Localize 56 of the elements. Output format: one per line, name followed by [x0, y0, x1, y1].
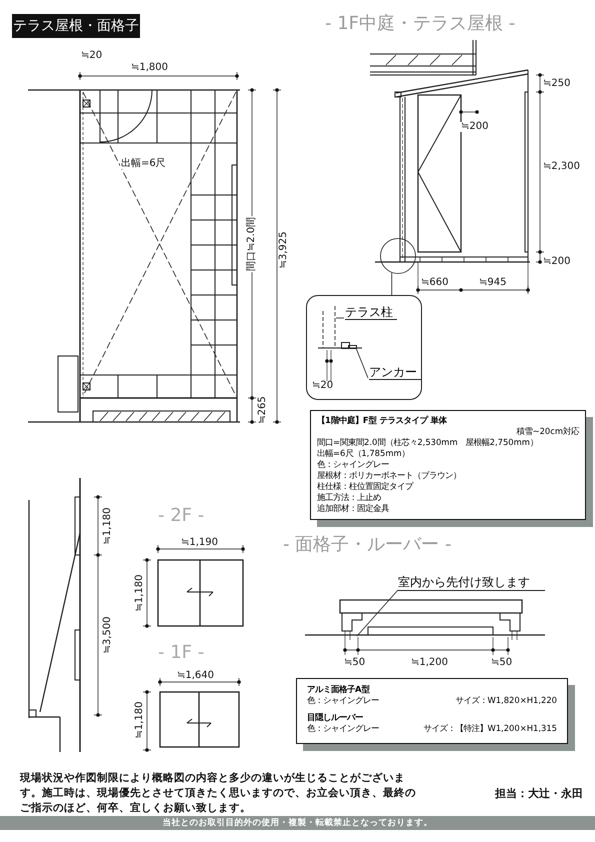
spec-text: 屋根材：ポリカーボネート（ブラウン）: [317, 470, 461, 481]
spec-heading: アルミ面格子A型: [307, 684, 370, 695]
dimension-label: ≒50: [343, 658, 366, 668]
footer-bar: 当社とのお取引目的外の使用・複製・転載禁止となっております。: [0, 816, 595, 830]
dimension-label: 間口≒2.0間: [247, 216, 257, 272]
section-heading: - 面格子・ルーバー -: [283, 536, 452, 554]
spec-text: 間口=関東間2.0間（柱芯々2,530mm 屋根幅2,750mm）: [317, 437, 538, 448]
spec-heading: 【1階中庭】F型 テラスタイプ 単体: [317, 415, 446, 426]
dimension-label: ≒1,180: [135, 700, 145, 740]
title-box: テラス屋根・面格子: [12, 14, 140, 38]
dimension-label: ≒50: [490, 658, 514, 668]
part-label: アンカー: [369, 365, 421, 380]
note-text: 現場状況や作図制限により概略図の内容と多少の違いが生じることがございます。施工時は、現場優先とさせて頂きたく思いますので、お立会い頂き、最終のご指示のほど、何卒、宜しくお願い致します。: [20, 771, 417, 816]
dimension-label: ≒1,800: [130, 63, 170, 73]
dimension-label: ≒3,925: [279, 230, 289, 270]
detail-circle: [380, 238, 416, 274]
spec-text: 色：シャイングレー: [307, 723, 380, 734]
spec-heading: 目隠しルーバー: [307, 712, 363, 723]
dimension-label: ≒1,180: [103, 506, 113, 546]
spec-text: 施工方法：上止め: [317, 492, 381, 503]
spec-text: 積雪~20cm対応: [516, 426, 579, 437]
section-heading: - 2F -: [158, 507, 204, 525]
dimension-label: 出幅=6尺: [120, 159, 167, 169]
dimension-label: ≒1,190: [180, 538, 220, 548]
spec-text: 色：シャイングレー: [317, 459, 389, 470]
leader-text: 室内から先付け致します: [398, 575, 545, 591]
dimension-label: ≒945: [478, 278, 508, 288]
dimension-label: ≒1,200: [410, 658, 450, 668]
spec-box: [310, 410, 586, 520]
spec-text: 柱仕様：柱位置固定タイプ: [317, 481, 413, 492]
dimension-label: ≒200: [460, 122, 490, 132]
dimension-label: ≒20: [311, 381, 334, 391]
spec-text: 追加部材：固定金具: [317, 503, 389, 514]
dimension-label: ≒250: [542, 79, 572, 89]
spec-box: [296, 678, 568, 744]
dimension-label: ≒2,300: [542, 162, 582, 172]
part-label: テラス柱: [345, 305, 397, 320]
dimension-label: ≒1,640: [176, 671, 216, 681]
dimension-label: ≒3,500: [103, 615, 113, 655]
leader-line: [356, 348, 368, 378]
post-symbol: [321, 306, 337, 348]
leader-line: [391, 272, 392, 296]
dimension-label: ≒660: [420, 278, 450, 288]
spec-text: サイズ：【特注】W1,200×H1,315: [423, 723, 557, 734]
dimension-label: ≒20: [80, 51, 104, 61]
dimension-label: ≒1,180: [135, 573, 145, 613]
anchor-symbol: [341, 342, 357, 349]
section-heading: - 1F -: [158, 644, 204, 662]
spec-text: サイズ：W1,820×H1,220: [455, 695, 557, 706]
section-heading: - 1F中庭・テラス屋根 -: [325, 15, 516, 33]
dimension-label: ≒265: [258, 395, 268, 425]
spec-text: 色：シャイングレー: [307, 695, 380, 706]
dimension-label: ≒200: [542, 257, 572, 267]
spec-text: 出幅=6尺（1,785mm）: [317, 448, 410, 459]
leader-line: [356, 590, 398, 636]
staff-name: 担当：大辻・永田: [495, 788, 583, 799]
